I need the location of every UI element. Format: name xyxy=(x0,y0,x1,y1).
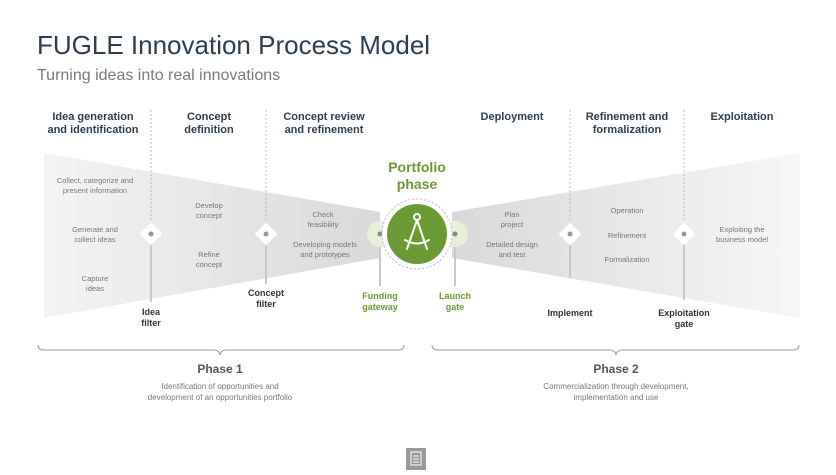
phase2-title: Phase 2 xyxy=(593,362,639,376)
note-formalization: Formalization xyxy=(604,255,650,264)
compass-icon xyxy=(404,213,430,250)
phase2-description: Commercialization through development, i… xyxy=(543,382,689,402)
page-subtitle: Turning ideas into real innovations xyxy=(37,67,281,84)
note-generate: Generate and collect ideas xyxy=(72,225,118,244)
gate-implement: Implement xyxy=(547,308,593,318)
stage-exploitation: Exploitation xyxy=(710,111,774,123)
stage-idea-generation: Idea generation and identification xyxy=(47,111,139,136)
note-check: Check feasibility xyxy=(307,210,339,229)
stage-deployment: Deployment xyxy=(480,111,544,123)
stage-concept-review: Concept review and refinement xyxy=(283,111,365,136)
stage-concept-definition: Concept definition xyxy=(184,111,234,136)
gate-funding-gateway: Funding gateway xyxy=(362,291,398,312)
note-refine: Refine concept xyxy=(195,250,223,269)
note-detailed: Detailed design and test xyxy=(486,240,538,259)
note-exploiting: Exploiting the business model xyxy=(715,225,769,244)
page-title: FUGLE Innovation Process Model xyxy=(37,30,431,60)
stage-refinement-formalization: Refinement and formalization xyxy=(585,111,669,136)
gate-exploitation-gate: Exploitation gate xyxy=(658,308,710,329)
right-funnel xyxy=(452,153,800,318)
note-models: Developing models and prototypes xyxy=(293,240,357,259)
phase2-bracket xyxy=(431,344,800,356)
note-capture: Capture ideas xyxy=(81,274,109,293)
phase1-title: Phase 1 xyxy=(197,362,243,376)
phase1-description: Identification of opportunities and deve… xyxy=(147,382,293,402)
note-develop: Develop concept xyxy=(195,201,223,220)
phase1-bracket xyxy=(37,344,405,356)
note-collect: Collect, categorize and present informat… xyxy=(56,176,134,195)
note-plan: Plan project xyxy=(500,210,524,229)
portfolio-phase-label: Portfolio phase xyxy=(388,159,446,192)
note-operation: Operation xyxy=(610,206,644,215)
document-icon xyxy=(406,448,426,470)
left-funnel xyxy=(44,153,380,318)
gate-idea-filter: Idea filter xyxy=(141,307,161,328)
gate-launch-gate: Launch gate xyxy=(438,291,471,312)
note-refinement: Refinement xyxy=(607,231,647,240)
gate-concept-filter: Concept filter xyxy=(248,288,284,309)
